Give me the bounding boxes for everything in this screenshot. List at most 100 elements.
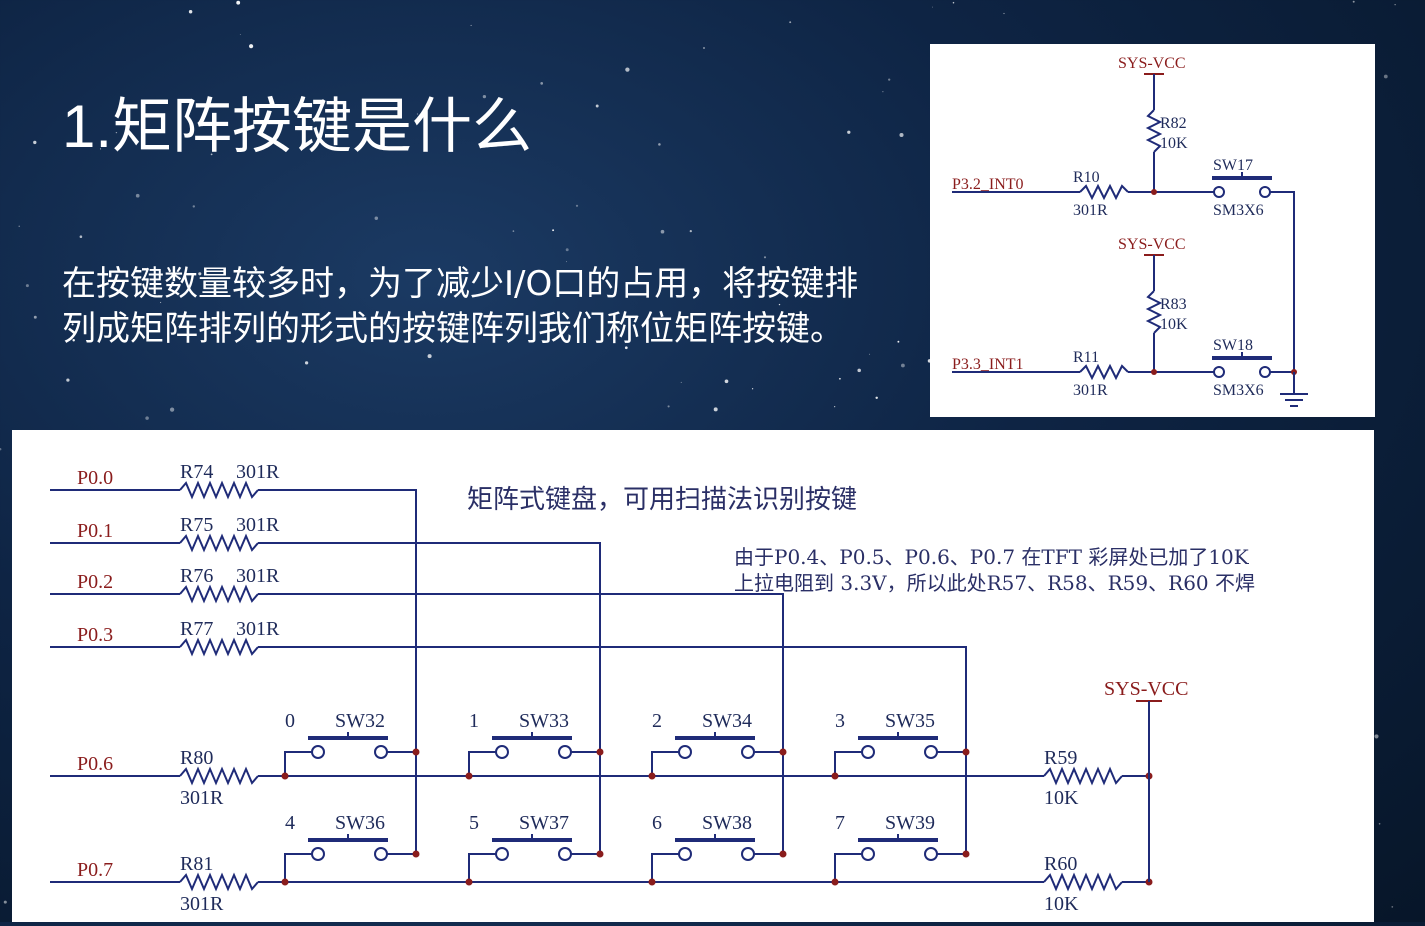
star	[392, 324, 395, 327]
star	[847, 130, 851, 134]
star	[482, 94, 487, 99]
series-resistor	[179, 584, 259, 604]
sw18-part: SM3X6	[1213, 382, 1264, 399]
star	[624, 346, 628, 350]
junction-dot	[962, 850, 970, 858]
star	[1352, 0, 1355, 3]
star	[3, 900, 7, 904]
star	[99, 148, 102, 150]
star	[724, 379, 729, 384]
switch-label: SW33	[519, 710, 569, 732]
matrix-note-line1: 由于P0.4、P0.5、P0.6、P0.7 在TFT 彩屏处已加了10K	[734, 545, 1250, 569]
star	[512, 230, 515, 232]
key-number-label: 6	[652, 812, 662, 834]
sw17-label: SW17	[1213, 157, 1253, 174]
star	[1378, 822, 1381, 825]
junction-dot	[465, 878, 473, 886]
sw17-contact-right	[1259, 186, 1271, 198]
junction-dot	[596, 850, 604, 858]
resistor-value: 301R	[180, 787, 224, 809]
star	[789, 21, 792, 24]
r10-value: 301R	[1073, 202, 1108, 219]
switch-contact-right	[558, 745, 572, 759]
net-label-P00: P0.0	[77, 467, 113, 489]
sw18-label: SW18	[1213, 337, 1253, 354]
star	[798, 270, 802, 275]
switch-contact-left	[495, 745, 509, 759]
junction-dot	[831, 878, 839, 886]
r10-label: R10	[1073, 169, 1100, 186]
resistor-value: 301R	[236, 461, 280, 483]
star	[595, 104, 599, 108]
star	[169, 407, 175, 412]
star	[875, 396, 878, 400]
junction-dot	[1151, 189, 1157, 195]
slide-description: 在按键数量较多时，为了减少I/O口的占用，将按键排列成矩阵排列的形式的按键阵列我…	[62, 264, 859, 349]
key-number-label: 1	[469, 710, 479, 732]
switch-label: SW37	[519, 812, 569, 834]
star	[0, 447, 2, 451]
star	[900, 363, 905, 368]
resistor-value: 301R	[236, 618, 280, 640]
star	[249, 44, 254, 49]
switch-row-wire	[651, 751, 679, 776]
slide-title: 1.矩阵按键是什么	[62, 93, 533, 160]
star	[192, 205, 196, 208]
net-label-P07: P0.7	[77, 859, 113, 881]
star	[1003, 12, 1005, 15]
star	[778, 303, 781, 306]
switch-row-wire	[651, 853, 679, 882]
star	[680, 381, 682, 383]
star	[575, 204, 579, 207]
star	[834, 406, 836, 408]
star	[304, 361, 309, 365]
star	[552, 229, 555, 232]
star	[79, 235, 83, 238]
r83-value: 10K	[1160, 316, 1188, 333]
junction-dot	[1151, 369, 1157, 375]
column-wire	[258, 593, 784, 855]
switch-label: SW35	[885, 710, 935, 732]
resistor-label: R80	[180, 747, 213, 769]
switch-contact-left	[311, 847, 325, 861]
star	[160, 301, 162, 304]
switch-contact-left	[861, 847, 875, 861]
switch-contact-right	[558, 847, 572, 861]
switch-row-wire	[284, 853, 312, 882]
vcc-label-2: SYS-VCC	[1118, 236, 1186, 253]
star	[565, 248, 569, 252]
star	[566, 261, 567, 263]
star	[33, 140, 37, 145]
vcc-label-1: SYS-VCC	[1118, 55, 1186, 72]
star	[751, 388, 754, 390]
star	[625, 67, 630, 72]
key-number-label: 2	[652, 710, 662, 732]
net-label-P06: P0.6	[77, 753, 113, 775]
r82-resistor	[1145, 109, 1163, 153]
r10-resistor	[1079, 183, 1129, 201]
junction-dot	[465, 772, 473, 780]
star	[239, 33, 241, 36]
interrupt-key-svg: SYS-VCC R82 10K P3.2_INT0 R10 301R SW17 …	[952, 55, 1308, 407]
junction-dot	[281, 878, 289, 886]
resistor-value: 301R	[180, 893, 224, 915]
switch-contact-right	[741, 847, 755, 861]
switch-label: SW39	[885, 812, 935, 834]
junction-dot	[412, 850, 420, 858]
junction-dot	[412, 748, 420, 756]
switch-row-wire	[468, 853, 496, 882]
junction-dot	[281, 772, 289, 780]
r82-value: 10K	[1160, 135, 1188, 152]
r83-resistor	[1145, 290, 1163, 334]
star	[374, 216, 379, 220]
star	[868, 353, 871, 355]
pullup-value: 10K	[1044, 893, 1079, 915]
star	[169, 285, 172, 288]
net-label-p33: P3.3_INT1	[952, 356, 1024, 373]
resistor-label: R75	[180, 514, 213, 536]
matrix-note-line2: 上拉电阻到 3.3V，所以此处R57、R58、R59、R60 不焊	[734, 571, 1255, 595]
star	[265, 279, 266, 281]
matrix-vcc-label: SYS-VCC	[1104, 678, 1188, 700]
star	[540, 82, 544, 85]
matrix-key-schematic: 矩阵式键盘，可用扫描法识别按键 由于P0.4、P0.5、P0.6、P0.7 在T…	[12, 430, 1374, 922]
